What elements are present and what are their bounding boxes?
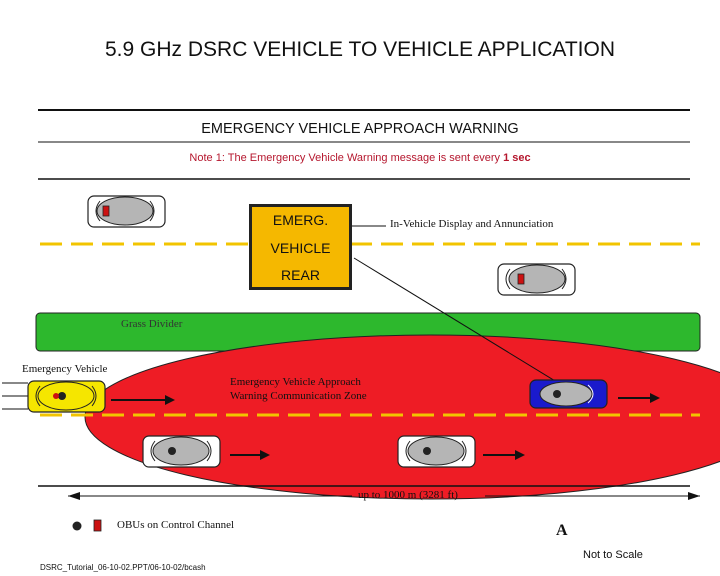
legend-label: OBUs on Control Channel [117, 519, 235, 531]
display-label: In-Vehicle Display and Annunciation [390, 218, 554, 230]
arrow-right-icon [483, 450, 525, 460]
vehicle-upper-right [497, 263, 576, 296]
obu-disc-icon [168, 447, 176, 455]
emergency-vehicle-label: Emergency Vehicle [22, 363, 108, 375]
grass-divider-label: Grass Divider [121, 318, 183, 330]
obu-disc-icon [553, 390, 561, 398]
warning-zone [84, 334, 720, 500]
note-text: Note 1: The Emergency Vehicle Warning me… [0, 152, 720, 164]
arrow-right-icon [230, 450, 270, 460]
vehicle-warned [529, 379, 608, 409]
obu-disc-icon [72, 521, 82, 531]
vehicle-lower-right [397, 435, 476, 468]
note-emphasis: 1 sec [503, 152, 531, 164]
display-line-1: EMERG. [272, 212, 329, 228]
distance-label: up to 1000 m (3281 ft) [358, 489, 458, 501]
slide-title: 5.9 GHz DSRC VEHICLE TO VEHICLE APPLICAT… [105, 38, 615, 61]
in-vehicle-display: EMERG. VEHICLE REAR [249, 204, 352, 290]
note-prefix: Note 1: The Emergency Vehicle Warning me… [189, 152, 504, 164]
arrow-right-icon [618, 393, 660, 403]
vehicle-lower-left [142, 435, 221, 468]
obu-square-icon [102, 205, 110, 217]
not-to-scale-label: Not to Scale [583, 549, 643, 561]
obu-square-icon [517, 273, 525, 285]
emergency-vehicle [2, 380, 106, 413]
obu-disc-icon [423, 447, 431, 455]
distance-dimension [68, 492, 700, 500]
display-line-2: VEHICLE [270, 240, 331, 256]
zone-label-line-1: Emergency Vehicle Approach [230, 376, 361, 388]
arrow-right-icon [111, 395, 175, 405]
display-line-3: REAR [281, 267, 320, 283]
mark-a: A [556, 522, 568, 539]
zone-label-line-2: Warning Communication Zone [230, 390, 367, 402]
section-subtitle: EMERGENCY VEHICLE APPROACH WARNING [201, 121, 519, 137]
vehicle-upper-left [87, 195, 166, 228]
obu-disc-icon [58, 392, 66, 400]
pointer-line [353, 257, 566, 388]
footer-label: DSRC_Tutorial_06-10-02.PPT/06-10-02/bcas… [40, 563, 206, 572]
obu-square-icon [93, 519, 102, 532]
